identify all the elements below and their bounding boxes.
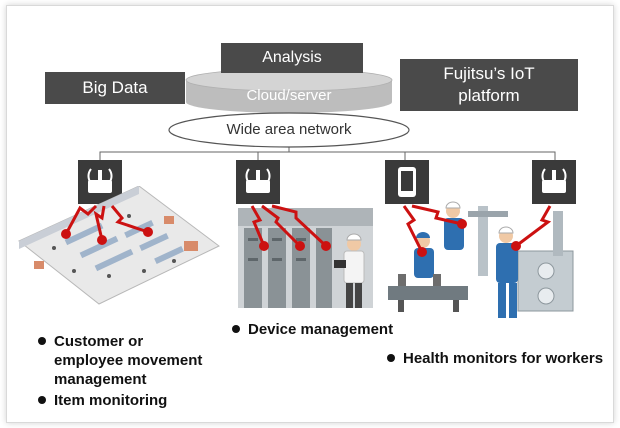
caption-health-monitors: Health monitors for workers <box>387 349 603 368</box>
bullet-icon <box>387 354 395 363</box>
caption-customer-line1: Customer or <box>54 333 144 350</box>
big-data-box: Big Data <box>45 72 185 104</box>
analysis-box: Analysis <box>221 43 363 73</box>
smartphone-icon <box>385 160 429 204</box>
bullet-icon <box>232 325 240 334</box>
network-diagram-top <box>99 68 556 160</box>
technician-figure <box>334 233 365 308</box>
caption-device-management: Device management <box>232 320 393 339</box>
fujitsu-line1: Fujitsu’s IoT <box>443 64 535 83</box>
fujitsu-line2: platform <box>458 86 520 105</box>
sensor-node <box>417 247 427 257</box>
sensor-node <box>321 241 331 251</box>
store-floor-illustration <box>18 186 220 305</box>
caption-item-monitoring: Item monitoring <box>38 391 167 410</box>
router-icon <box>236 160 280 204</box>
caption-customer-movement: Customer or employee movement management <box>38 332 202 389</box>
caption-health-monitors-text: Health monitors for workers <box>403 350 604 367</box>
sensor-node <box>457 219 467 229</box>
caption-customer-line2: employee movement <box>54 352 203 369</box>
sensor-node <box>61 229 71 239</box>
fujitsu-iot-platform-box: Fujitsu’s IoT platform <box>400 59 578 111</box>
server-room-illustration <box>238 208 373 308</box>
bullet-icon <box>38 396 46 405</box>
caption-customer-line3: management <box>54 371 147 388</box>
router-icon <box>532 160 576 204</box>
wide-area-network-label: Wide area network <box>226 121 352 138</box>
sensor-node <box>259 241 269 251</box>
sensor-node <box>97 235 107 245</box>
sensor-node <box>295 241 305 251</box>
wide-area-network-ellipse <box>168 112 410 148</box>
cloud-server-cylinder <box>185 68 393 113</box>
sensor-node <box>143 227 153 237</box>
sensor-node <box>511 241 521 251</box>
caption-item-monitoring-text: Item monitoring <box>54 392 168 409</box>
caption-device-management-text: Device management <box>248 321 394 338</box>
bullet-icon <box>38 337 46 346</box>
cloud-server-label: Cloud/server <box>246 87 332 104</box>
